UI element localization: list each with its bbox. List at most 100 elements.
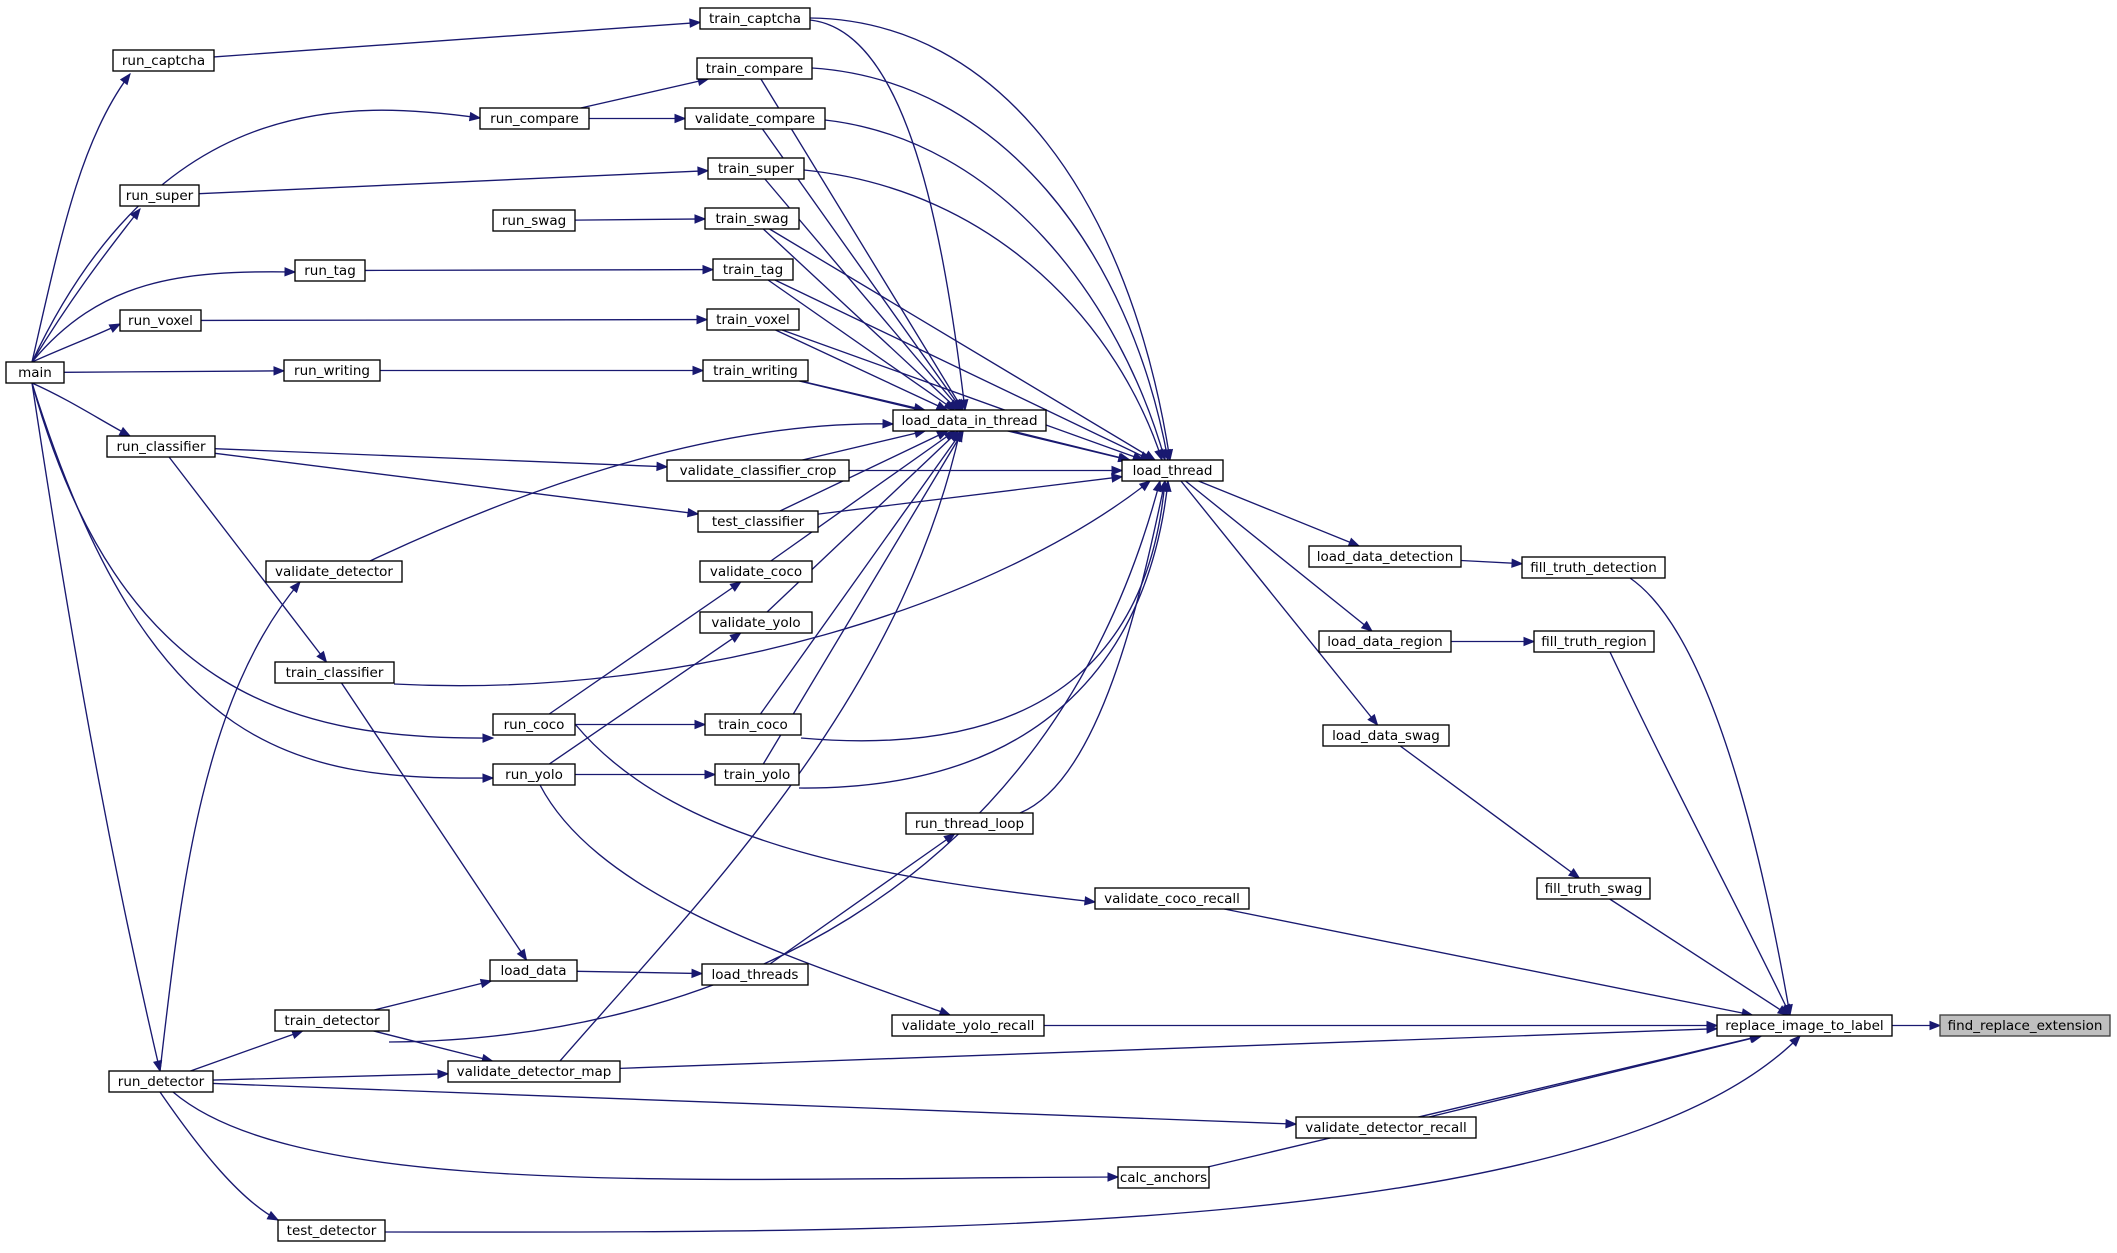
node-run-tag[interactable]: run_tag (294, 259, 366, 282)
node-run-voxel[interactable]: run_voxel (119, 309, 202, 332)
node-replace-image-to-label[interactable]: replace_image_to_label (1716, 1014, 1893, 1037)
edge-arrowhead (938, 1006, 952, 1016)
node-box (489, 959, 578, 982)
node-validate-classifier-crop[interactable]: validate_classifier_crop (666, 459, 850, 482)
node-label: test_detector (287, 1223, 377, 1239)
node-run-swag[interactable]: run_swag (492, 209, 576, 232)
edge-line (770, 430, 956, 562)
edge-run_captcha-to-train_captcha (213, 18, 702, 58)
node-train-captcha[interactable]: train_captcha (699, 7, 811, 30)
edge-main-to-run_detector (31, 382, 163, 1073)
node-validate-detector-map[interactable]: validate_detector_map (447, 1060, 621, 1083)
node-label: validate_classifier_crop (680, 463, 837, 479)
node-label: train_classifier (286, 665, 384, 681)
node-load-thread[interactable]: load_thread (1121, 459, 1224, 482)
node-validate-detector-recall[interactable]: validate_detector_recall (1295, 1116, 1477, 1139)
edge-train_voxel-to-load_thread (781, 329, 1145, 461)
edge-line (774, 279, 1151, 461)
node-run-coco[interactable]: run_coco (492, 713, 576, 736)
edge-arrowhead (273, 366, 286, 376)
edge-arrowhead (674, 113, 687, 124)
node-validate-compare[interactable]: validate_compare (684, 107, 826, 130)
edge-main-to-run_compare (31, 109, 482, 363)
node-load-threads[interactable]: load_threads (701, 963, 809, 986)
node-validate-coco-recall[interactable]: validate_coco_recall (1094, 887, 1250, 910)
node-box (905, 812, 1034, 835)
edge-line (214, 452, 699, 515)
node-label: run_captcha (122, 53, 205, 69)
node-train-classifier[interactable]: train_classifier (274, 661, 395, 684)
node-test-detector[interactable]: test_detector (277, 1219, 386, 1242)
edge-line (548, 632, 742, 765)
node-load-data-detection[interactable]: load_data_detection (1308, 545, 1462, 568)
node-validate-coco[interactable]: validate_coco (699, 560, 813, 583)
node-validate-yolo-recall[interactable]: validate_yolo_recall (891, 1014, 1045, 1037)
node-fill-truth-swag[interactable]: fill_truth_swag (1536, 877, 1651, 900)
node-run-classifier[interactable]: run_classifier (106, 435, 216, 458)
edge-train_coco-to-load_thread (800, 479, 1169, 742)
node-label: validate_coco (710, 564, 802, 580)
node-train-compare[interactable]: train_compare (696, 57, 813, 80)
edge-load_data_detection-to-fill_truth_detection (1460, 558, 1524, 568)
node-train-tag[interactable]: train_tag (712, 258, 794, 281)
node-load-data-in-thread[interactable]: load_data_in_thread (892, 409, 1047, 432)
node-run-compare[interactable]: run_compare (479, 107, 590, 130)
node-find-replace-extension[interactable]: find_replace_extension (1939, 1014, 2111, 1037)
node-label: load_data_region (1327, 634, 1442, 650)
edge-line (364, 268, 714, 272)
node-box (274, 661, 395, 684)
edge-arrowhead (697, 166, 710, 176)
edge-line (800, 480, 1166, 742)
node-box (119, 309, 202, 332)
node-box (1121, 459, 1224, 482)
node-test-classifier[interactable]: test_classifier (697, 510, 819, 533)
edge-arrowhead (1360, 620, 1374, 632)
node-calc-anchors[interactable]: calc_anchors (1117, 1166, 1210, 1189)
node-label: validate_yolo (711, 615, 800, 631)
node-box (283, 359, 381, 382)
node-fill-truth-region[interactable]: fill_truth_region (1533, 630, 1655, 653)
edge-arrowhead (1138, 480, 1152, 492)
edge-line (31, 271, 296, 363)
node-load-data-region[interactable]: load_data_region (1318, 630, 1452, 653)
edge-line (63, 370, 285, 373)
node-train-super[interactable]: train_super (707, 157, 805, 180)
node-validate-yolo[interactable]: validate_yolo (699, 611, 813, 634)
node-box (699, 560, 813, 583)
edge-line (384, 1035, 1801, 1233)
node-box (274, 1009, 390, 1032)
edge-arrowhead (284, 267, 297, 277)
node-train-coco[interactable]: train_coco (704, 713, 802, 736)
node-run-thread-loop[interactable]: run_thread_loop (905, 812, 1034, 835)
edge-line (574, 723, 1096, 903)
node-fill-truth-detection[interactable]: fill_truth_detection (1521, 556, 1666, 579)
node-run-yolo[interactable]: run_yolo (492, 763, 576, 786)
node-run-detector[interactable]: run_detector (108, 1070, 214, 1093)
node-train-swag[interactable]: train_swag (704, 207, 800, 230)
node-run-super[interactable]: run_super (119, 184, 200, 207)
edge-line (200, 318, 708, 322)
node-run-captcha[interactable]: run_captcha (112, 49, 215, 72)
node-train-writing[interactable]: train_writing (702, 359, 809, 382)
edge-line (809, 19, 966, 411)
node-box (447, 1060, 621, 1083)
node-validate-detector[interactable]: validate_detector (265, 560, 403, 583)
edge-train_tag-to-load_data_in_thread (767, 279, 956, 411)
edge-arrowhead (1154, 448, 1164, 462)
node-main[interactable]: main (5, 361, 65, 384)
edge-run_compare-to-train_compare (580, 76, 710, 109)
edge-run_super-to-train_super (198, 166, 710, 195)
edge-line (31, 323, 121, 363)
node-run-writing[interactable]: run_writing (283, 359, 381, 382)
node-train-voxel[interactable]: train_voxel (706, 308, 800, 331)
node-load-data-swag[interactable]: load_data_swag (1322, 724, 1450, 747)
edge-train_classifier-to-load_thread (393, 480, 1152, 687)
node-label: run_swag (502, 213, 566, 229)
edge-validate_coco_recall-to-replace_image_to_label (1224, 908, 1754, 1018)
node-train-yolo[interactable]: train_yolo (714, 763, 800, 786)
node-train-detector[interactable]: train_detector (274, 1009, 390, 1032)
edge-arrowhead (943, 833, 956, 844)
node-label: validate_detector_map (457, 1064, 612, 1080)
node-load-data[interactable]: load_data (489, 959, 578, 982)
edge-line (212, 1082, 1297, 1125)
